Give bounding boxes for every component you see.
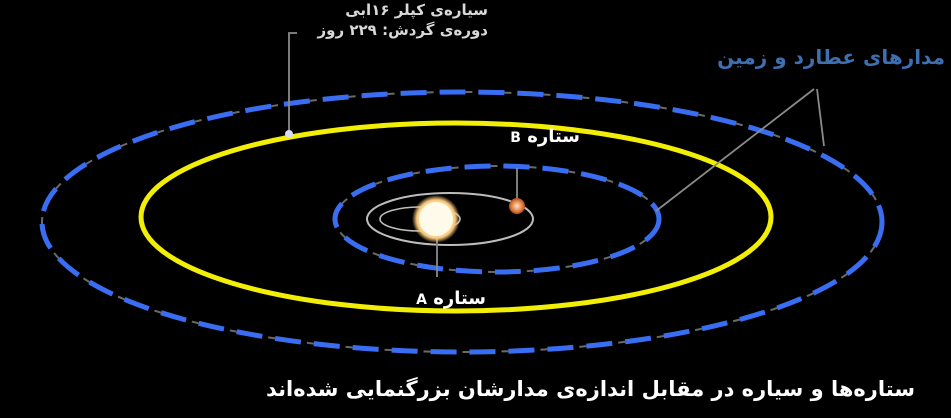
planet-marker-icon [285,130,293,138]
planet-label: سیاره‌ی کپلر ۱۶ابی دوره‌ی گردش: ۲۲۹ روز [318,0,488,40]
orbits-leader-line-inner [655,88,815,212]
star-a-core [419,202,453,236]
star-b-word: ستاره [527,126,580,147]
planet-name: سیاره‌ی کپلر ۱۶ابی [345,1,488,19]
star-b-orbit [366,192,534,246]
planet-orbit [138,120,774,314]
planet-leader-line [288,32,297,134]
star-a-label: ستاره A [416,288,486,309]
orbits-label: مدارهای عطارد و زمین [717,45,945,69]
mercury-orbit-blue [332,163,662,275]
star-b-label: ستاره B [510,126,580,147]
star-a-word: ستاره [433,288,486,309]
star-b-letter: B [510,130,521,146]
star-a-letter: A [416,292,427,308]
leader-lines [288,32,825,277]
planet-period: دوره‌ی گردش: ۲۲۹ روز [317,21,488,39]
earth-orbit-blue [39,89,885,355]
caption: ستاره‌ها و سیاره در مقابل اندازه‌ی مدارش… [265,377,915,401]
orbits-leader-line-outer [816,88,825,147]
star-b-icon [509,198,525,214]
